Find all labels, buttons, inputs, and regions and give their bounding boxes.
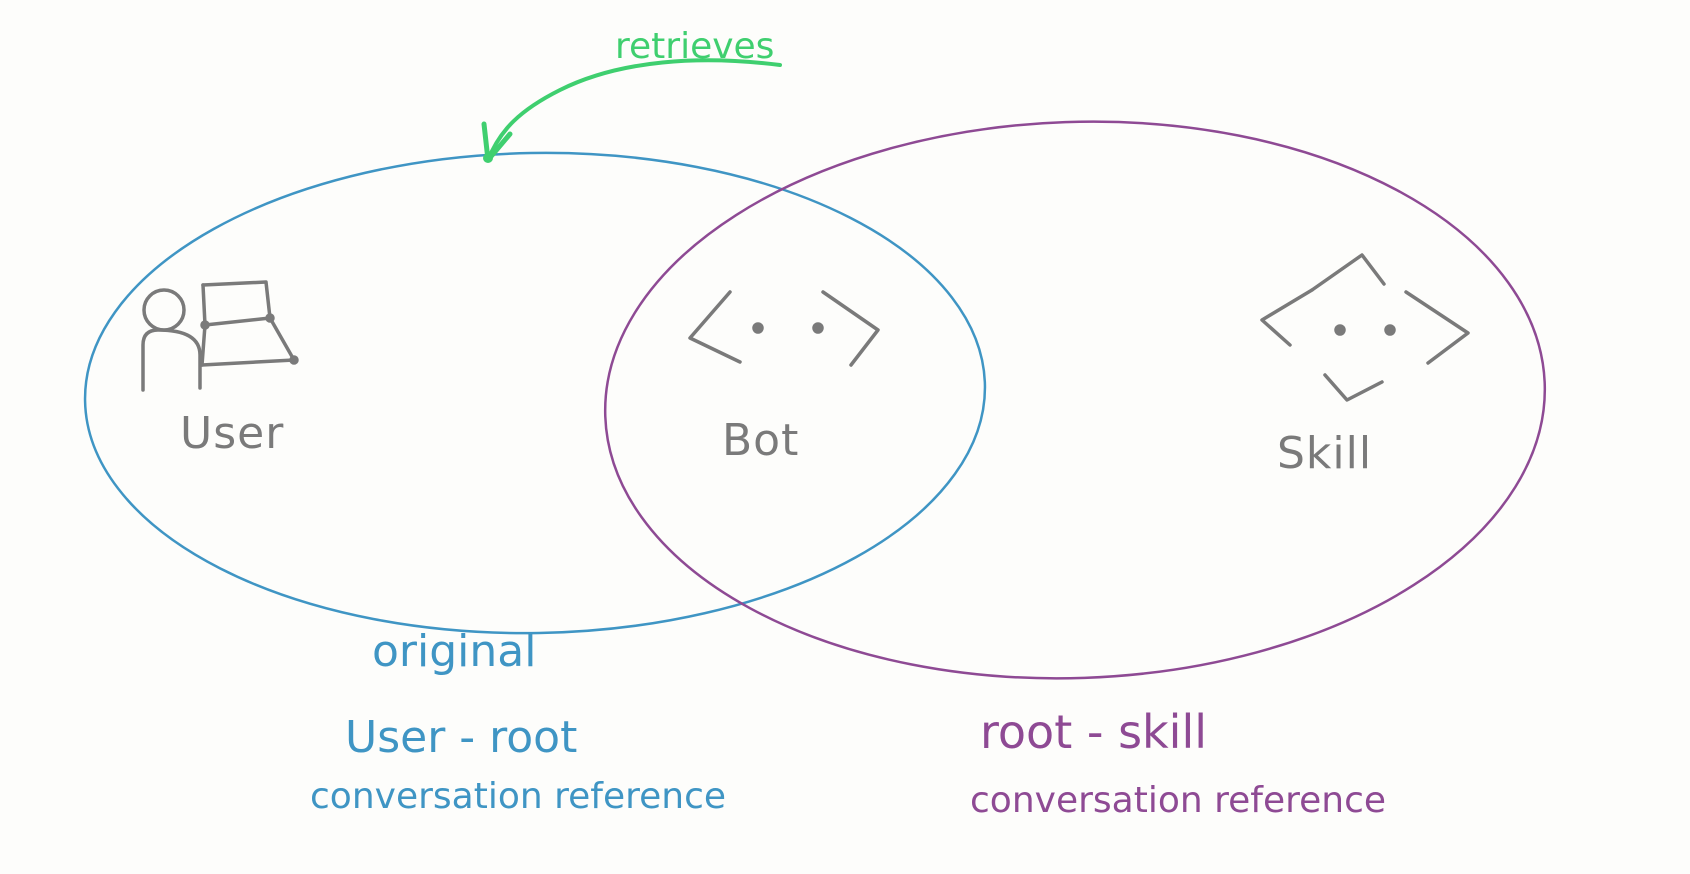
user-label: User (180, 408, 284, 459)
caption-user-root: User - root (345, 712, 577, 763)
caption-right-conversation-reference: conversation reference (970, 780, 1386, 821)
caption-left-conversation-reference: conversation reference (310, 776, 726, 817)
bot-label: Bot (722, 415, 799, 466)
retrieves-arrow (481, 58, 782, 163)
skill-face-icon (1260, 253, 1470, 402)
retrieves-arrow-tip (483, 153, 493, 163)
skill-label: Skill (1277, 428, 1372, 479)
bot-face-icon (688, 290, 880, 367)
retrieves-arrow-line (486, 58, 782, 162)
root-skill-ellipse (603, 120, 1547, 680)
caption-original: original (372, 626, 536, 677)
caption-root-skill: root - skill (980, 705, 1207, 759)
retrieves-label: retrieves (615, 26, 774, 67)
user-with-screen-icon (141, 280, 299, 392)
user-root-ellipse (83, 151, 987, 635)
